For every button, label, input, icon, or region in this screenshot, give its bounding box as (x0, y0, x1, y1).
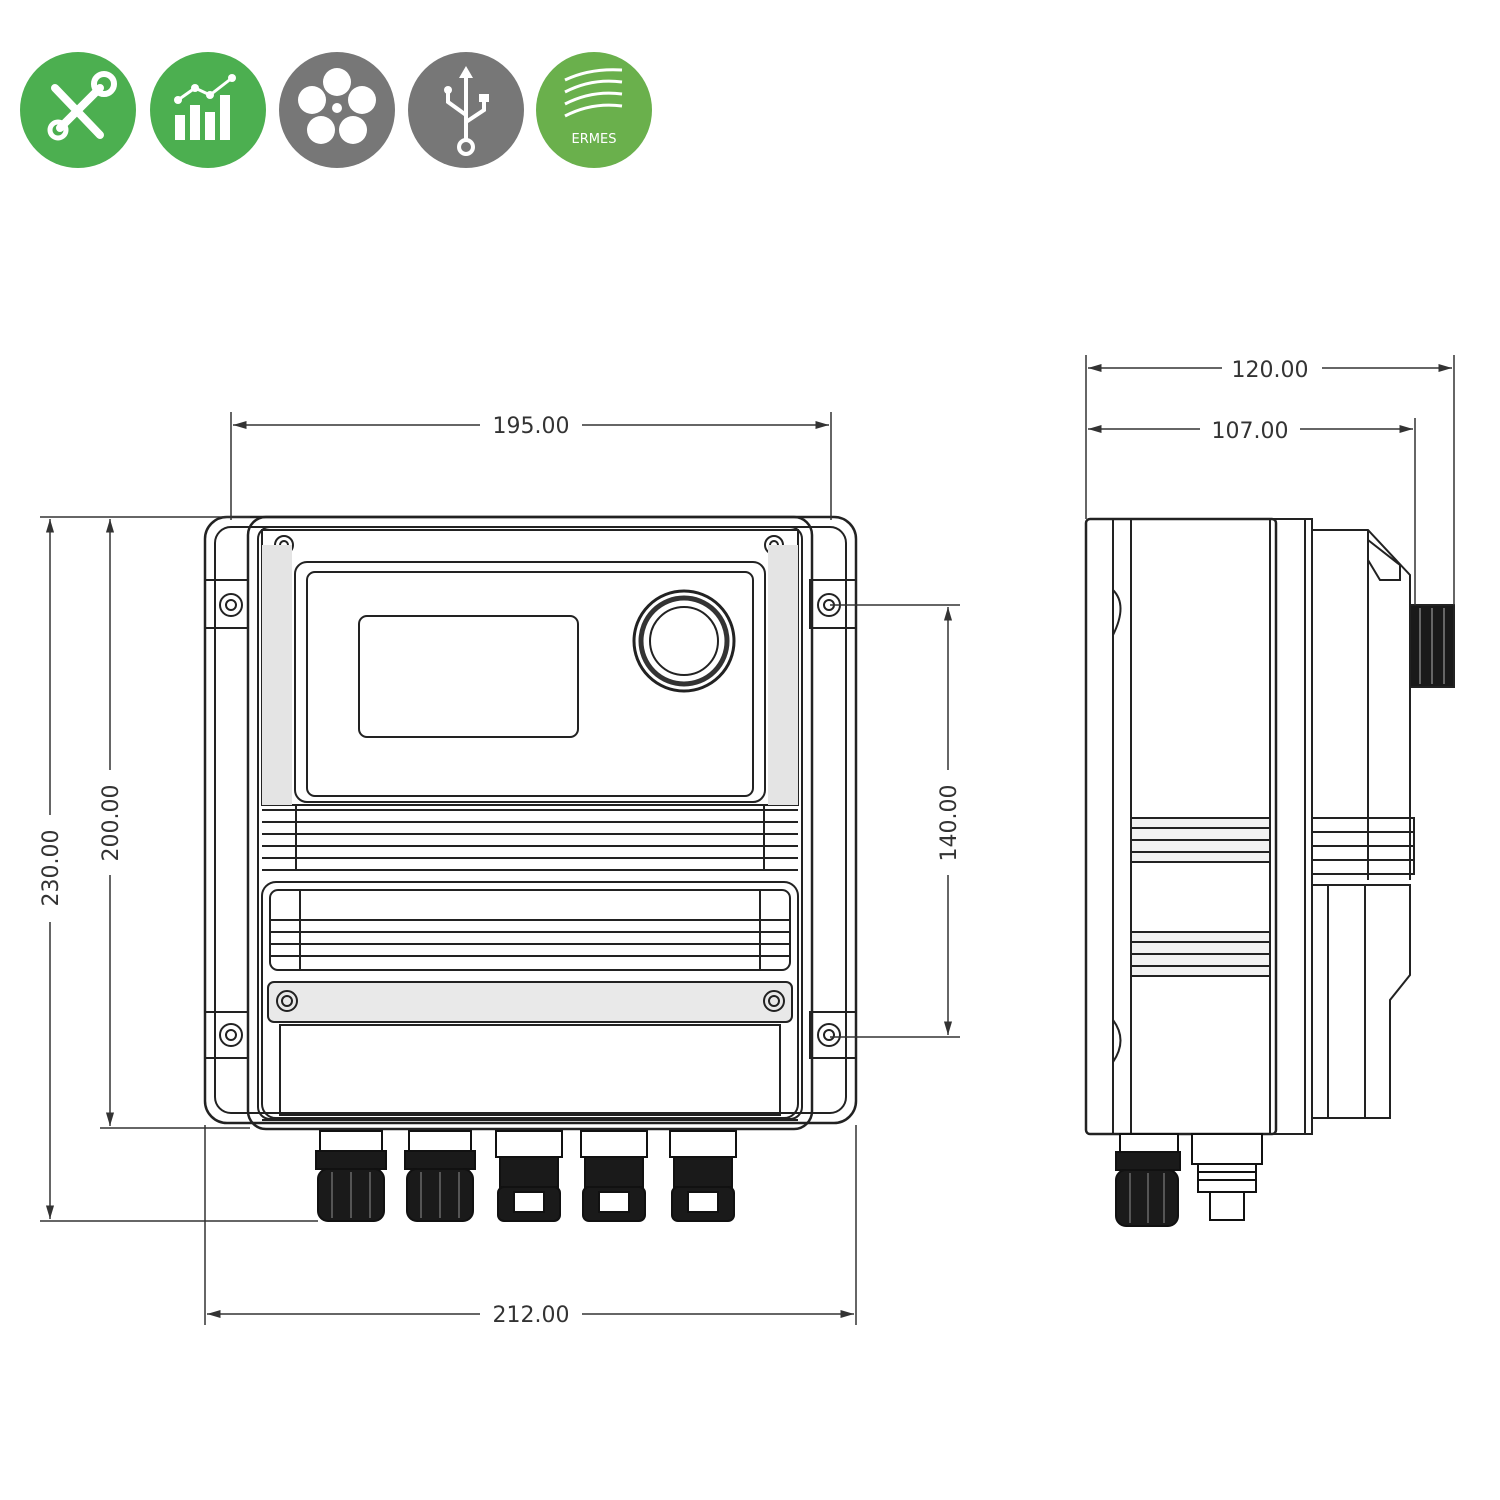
cable-glands (315, 1130, 737, 1222)
side-cable-glands (1115, 1133, 1263, 1227)
chart-icon (150, 52, 266, 168)
dim-front-total-height: 230.00 (39, 830, 64, 907)
feature-badges: ERMES (20, 52, 652, 168)
dim-front-inner-width: 195.00 (493, 414, 570, 439)
flower-icon (279, 52, 395, 168)
dim-mounting-hole-distance: 140.00 (937, 785, 962, 862)
front-dimensions (40, 412, 960, 1325)
side-dimensions (1085, 355, 1455, 605)
usb-icon (408, 52, 524, 168)
mounting-lug (809, 1011, 856, 1059)
side-view (1084, 517, 1455, 1136)
dim-front-outer-width: 212.00 (493, 1303, 570, 1328)
cable-gland (315, 1130, 387, 1222)
control-knob (632, 589, 736, 693)
mounting-lug (809, 579, 856, 629)
cable-gland (404, 1130, 476, 1222)
cable-gland (1115, 1133, 1181, 1227)
mounting-lug (205, 579, 249, 629)
ermes-logo-icon: ERMES (536, 52, 652, 168)
tools-icon (20, 52, 136, 168)
front-view (203, 515, 858, 1131)
ermes-logo-text: ERMES (572, 132, 617, 147)
dim-side-body-depth: 107.00 (1212, 419, 1289, 444)
cable-gland (669, 1130, 737, 1222)
cable-gland (495, 1130, 563, 1222)
cable-gland (580, 1130, 648, 1222)
dim-side-total-depth: 120.00 (1232, 358, 1309, 383)
cable-gland (1191, 1133, 1263, 1221)
display-window (358, 615, 579, 738)
mounting-lug (205, 1011, 249, 1059)
dim-front-body-height: 200.00 (99, 785, 124, 862)
